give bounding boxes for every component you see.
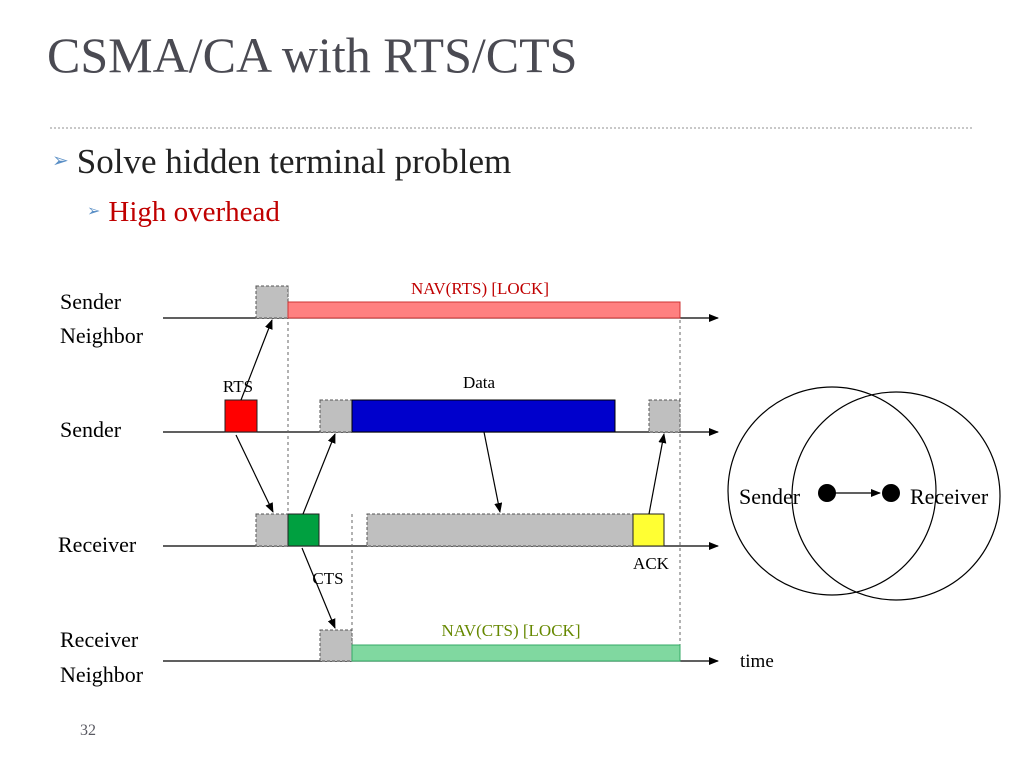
page-number: 32 bbox=[80, 722, 96, 739]
ack-frame bbox=[632, 513, 665, 547]
bullet-arrow-icon: ➢ bbox=[52, 148, 69, 172]
receiver-node bbox=[882, 484, 900, 502]
cts-to-receiver-neighbor-arrow bbox=[301, 547, 336, 629]
row-label-line: Neighbor bbox=[60, 323, 144, 348]
row-label-line: Sender bbox=[60, 289, 122, 314]
row-label-line: Receiver bbox=[60, 627, 139, 652]
nav-cts-label: NAV(CTS) [LOCK] bbox=[442, 621, 581, 640]
title-divider bbox=[50, 127, 972, 129]
cts-to-sender-arrow bbox=[302, 433, 336, 515]
row-label-line: Neighbor bbox=[60, 662, 144, 687]
receiver-neighbor-idle-slot bbox=[319, 629, 353, 662]
sender-neighbor-idle-slot bbox=[255, 285, 289, 319]
data-label: Data bbox=[463, 373, 496, 392]
bullet-text: High overhead bbox=[108, 196, 280, 228]
ack-to-sender-arrow bbox=[648, 433, 667, 515]
receiver-range-circle bbox=[791, 391, 1001, 601]
nav-rts-label: NAV(RTS) [LOCK] bbox=[411, 279, 549, 298]
rts-label: RTS bbox=[223, 377, 253, 396]
time-axis-label: time bbox=[740, 651, 774, 672]
bullet-solve-hidden-terminal: ➢ Solve hidden terminal problem bbox=[52, 142, 511, 182]
sender-node bbox=[818, 484, 836, 502]
cts-frame bbox=[287, 513, 320, 547]
receiver-sifs-slot bbox=[255, 513, 289, 547]
bullet-high-overhead: ➢ High overhead bbox=[87, 196, 280, 229]
nav-rts-bar bbox=[287, 301, 681, 319]
topology-receiver-label: Receiver bbox=[910, 484, 989, 509]
cts-label: CTS bbox=[312, 569, 343, 588]
data-frame bbox=[351, 399, 616, 433]
topology-sender-label: Sender bbox=[739, 484, 801, 509]
row-label-sender: Sender bbox=[60, 417, 122, 442]
receiver-data-receive-slot bbox=[366, 513, 634, 547]
rts-to-sender-neighbor-arrow bbox=[240, 319, 273, 401]
row-label-sender-neighbor: Sender Neighbor bbox=[60, 289, 144, 348]
data-to-receiver-arrow bbox=[483, 431, 503, 513]
bullet-text: Solve hidden terminal problem bbox=[76, 142, 512, 181]
row-label-receiver-neighbor: Receiver Neighbor bbox=[60, 627, 144, 687]
slide-title: CSMA/CA with RTS/CTS bbox=[47, 27, 578, 83]
ack-label: ACK bbox=[633, 554, 670, 573]
nav-cts-bar bbox=[351, 644, 681, 662]
bullet-arrow-icon: ➢ bbox=[87, 201, 101, 220]
rts-to-receiver-arrow bbox=[235, 434, 274, 513]
row-label-receiver: Receiver bbox=[58, 532, 137, 557]
rts-frame bbox=[224, 399, 258, 433]
sender-range-circle bbox=[727, 386, 937, 596]
sender-ack-wait-slot bbox=[648, 399, 681, 433]
sender-sifs-slot bbox=[319, 399, 353, 433]
